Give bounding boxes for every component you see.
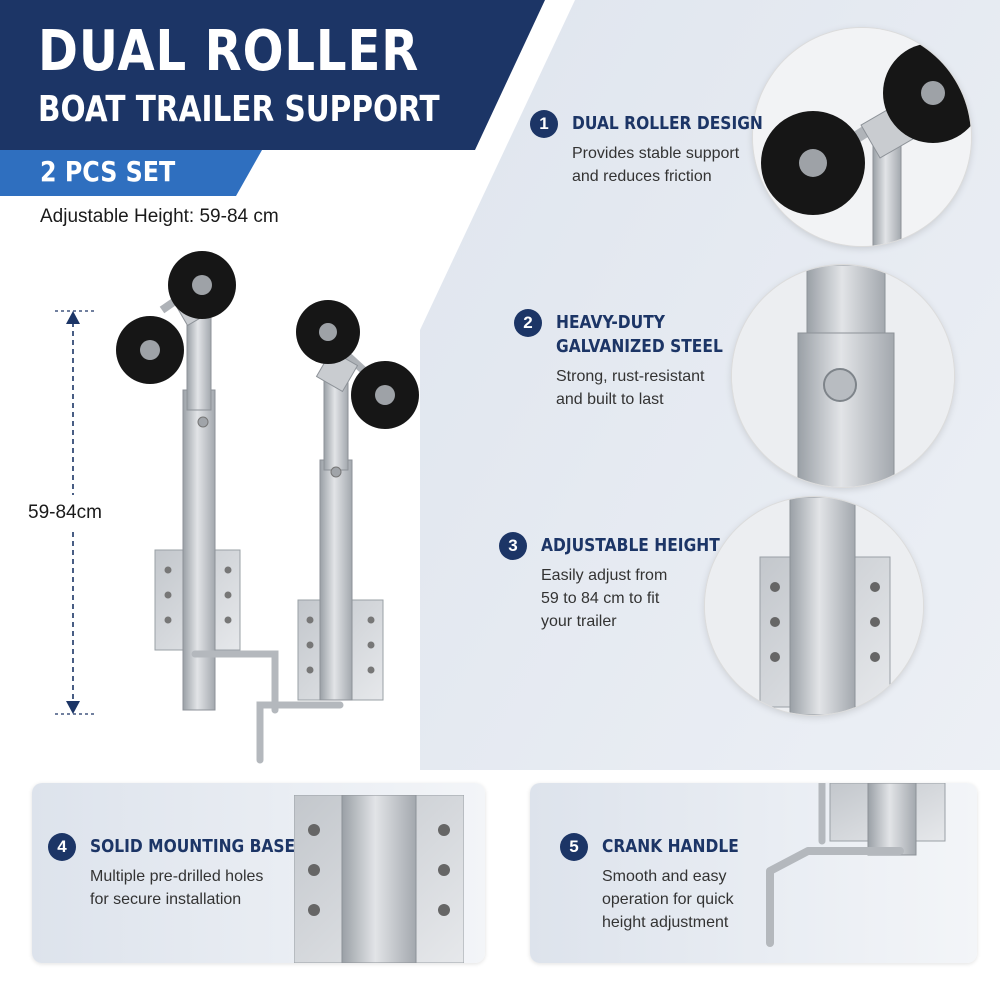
dimension-label: 59-84cm	[28, 502, 102, 523]
mounting-base-image	[294, 795, 464, 963]
roller-wheel-icon	[168, 251, 236, 319]
right-support	[256, 300, 419, 764]
feature-title: DUAL ROLLER DESIGN	[572, 113, 763, 134]
feature-number: 4	[48, 833, 76, 861]
feature-desc-line: Strong, rust-resistant	[556, 368, 705, 385]
feature-desc-line: height adjustment	[602, 914, 729, 931]
feature-desc-line: and built to last	[556, 391, 664, 408]
header-banner	[0, 0, 545, 196]
feature-number: 5	[560, 833, 588, 861]
feature-card-crank-handle: 5 CRANK HANDLE Smooth and easy operation…	[530, 783, 977, 963]
feature-number: 1	[530, 110, 558, 138]
feature-desc-line: and reduces friction	[572, 168, 712, 185]
feature-number: 2	[514, 309, 542, 337]
feature-desc-line: operation for quick	[602, 891, 734, 908]
feature-desc-line: your trailer	[541, 613, 617, 630]
feature-desc-line: Smooth and easy	[602, 868, 727, 885]
feature-title: SOLID MOUNTING BASE	[90, 836, 296, 857]
height-subtitle: Adjustable Height: 59-84 cm	[40, 206, 279, 227]
feature-title: CRANK HANDLE	[602, 836, 739, 857]
detail-image-steel	[732, 265, 954, 487]
roller-wheel-icon	[116, 316, 184, 384]
set-label: 2 PCS SET	[40, 155, 176, 188]
roller-wheel-icon	[351, 361, 419, 429]
feature-desc-line: 59 to 84 cm to fit	[541, 590, 660, 607]
detail-image-height	[705, 497, 923, 715]
feature-desc-line: for secure installation	[90, 891, 242, 908]
roller-wheel-icon	[296, 300, 360, 364]
title-line-2: BOAT TRAILER SUPPORT	[38, 89, 440, 130]
feature-title: ADJUSTABLE HEIGHT	[541, 535, 720, 556]
feature-desc-line: Multiple pre-drilled holes	[90, 868, 264, 885]
left-support	[116, 251, 279, 714]
feature-card-mounting-base: 4 SOLID MOUNTING BASE Multiple pre-drill…	[32, 783, 485, 963]
product-illustration	[116, 251, 419, 764]
feature-title-line: GALVANIZED STEEL	[556, 336, 723, 357]
feature-title-line: HEAVY-DUTY	[556, 312, 665, 333]
title-line-1: DUAL ROLLER	[38, 19, 420, 84]
dimension-line	[55, 310, 95, 715]
feature-number: 3	[499, 532, 527, 560]
crank-handle-image	[766, 783, 946, 947]
feature-desc-line: Easily adjust from	[541, 567, 668, 584]
arrow-up-icon	[66, 311, 80, 324]
feature-desc-line: Provides stable support	[572, 145, 740, 162]
arrow-down-icon	[66, 701, 80, 714]
detail-image-rollers	[753, 28, 971, 246]
